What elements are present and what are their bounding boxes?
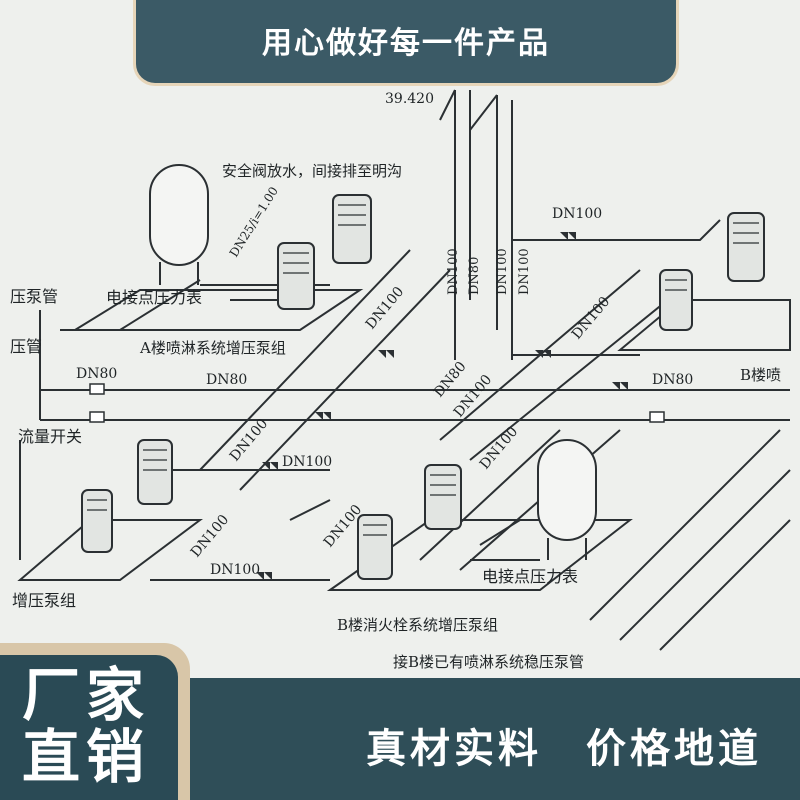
left-pipe: 压管	[10, 337, 42, 356]
dn100-riser-1: DN100	[446, 248, 461, 295]
left-group-label: 增压泵组	[12, 591, 76, 610]
dn80-right: DN80	[652, 372, 693, 388]
left-pump-pipe: 压泵管	[10, 287, 58, 306]
dn80-mid: DN80	[206, 372, 247, 388]
top-banner: 用心做好每一件产品	[133, 0, 679, 86]
dn100-diag-left: DN100	[227, 416, 272, 465]
flow-switch-label: 流量开关	[18, 427, 82, 446]
pipe-slope-label: DN25/i=1.00	[227, 184, 281, 259]
dn80-left: DN80	[76, 366, 117, 382]
factory-badge-inner	[0, 655, 178, 800]
dn100-riser-2: DN100	[495, 248, 510, 295]
elevation-label: 39.420	[385, 91, 434, 107]
dn100-mid-horizontal: DN100	[282, 454, 332, 470]
dn100-diag-right: DN100	[569, 294, 614, 343]
building-b-spray: B楼喷	[740, 366, 781, 384]
dn100-top-right: DN100	[552, 206, 602, 222]
electric-gauge-a: 电接点压力表	[106, 288, 202, 307]
dn100-bottom-horizontal: DN100	[210, 562, 260, 578]
banner-title: 用心做好每一件产品	[262, 25, 550, 61]
safety-valve-note: 安全阀放水，间接排至明沟	[222, 162, 402, 180]
badge-line-2: 直销	[22, 723, 151, 791]
electric-gauge-b: 电接点压力表	[482, 567, 578, 586]
connect-note: 接B楼已有喷淋系统稳压泵管	[393, 653, 584, 671]
bottom-slogan: 真材实料 价格地道	[366, 726, 762, 772]
group-a-label: A楼喷淋系统增压泵组	[139, 339, 286, 357]
badge-line-1: 厂家	[22, 661, 151, 729]
group-b-fire-label: B楼消火栓系统增压泵组	[337, 616, 498, 634]
dn100-riser-3: DN100	[517, 248, 532, 295]
dn80-riser: DN80	[467, 257, 482, 295]
